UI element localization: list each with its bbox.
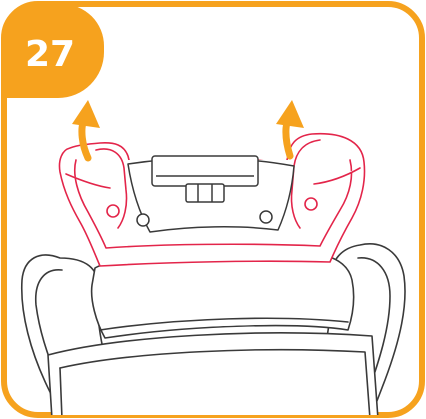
headrest-adjuster — [128, 156, 294, 232]
step-number: 27 — [25, 34, 75, 75]
step-number-badge: 27 — [4, 4, 104, 98]
